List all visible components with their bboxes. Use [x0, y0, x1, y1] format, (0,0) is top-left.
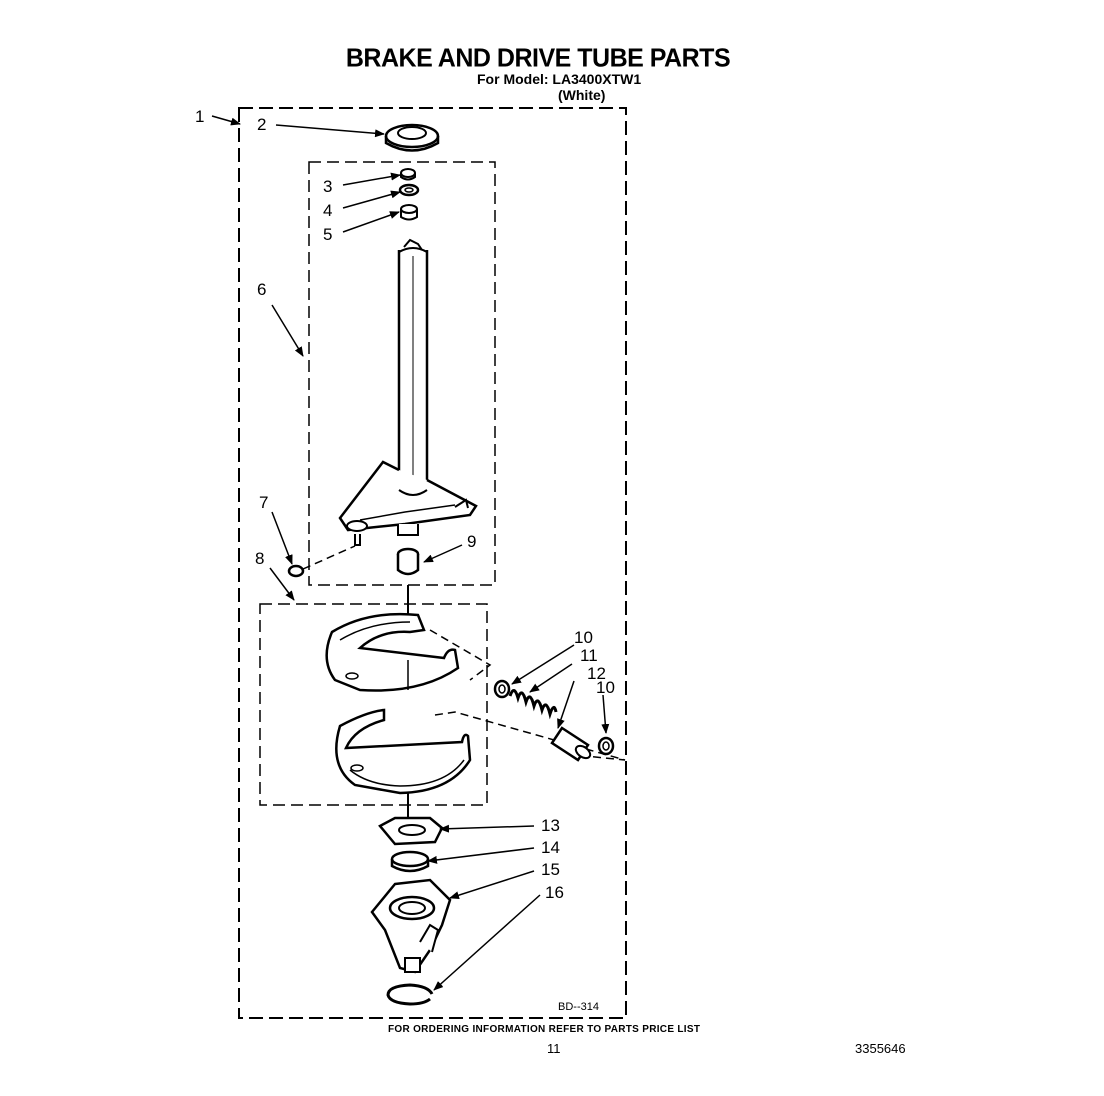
callout-8: 8	[255, 549, 264, 568]
callout-14: 14	[541, 838, 560, 857]
part-10-washer-left	[493, 679, 511, 699]
part-5-bushing	[400, 204, 418, 221]
part-8-upper-brake-shoe	[325, 612, 460, 692]
part-8-lower-brake-shoe	[335, 708, 472, 795]
part-12-pin	[550, 726, 592, 762]
part-3-seal	[400, 168, 416, 181]
part-14-ring	[390, 850, 430, 873]
callout-numbers: 1 2 3 4 5 6 7 8 9 10 11 12 10 13 14 15 1…	[195, 107, 615, 902]
ordering-note: FOR ORDERING INFORMATION REFER TO PARTS …	[388, 1024, 701, 1035]
callout-4: 4	[323, 201, 332, 220]
callout-3: 3	[323, 177, 332, 196]
part-4-washer	[398, 183, 420, 197]
part-6-drive-tube	[338, 238, 478, 546]
callout-12: 12	[587, 664, 606, 683]
callout-leaders	[211, 115, 610, 991]
callout-5: 5	[323, 225, 332, 244]
callout-15: 15	[541, 860, 560, 879]
drive-tube-group-box	[308, 161, 496, 586]
callout-10b: 10	[596, 678, 615, 697]
document-number: 3355646	[855, 1041, 906, 1056]
brake-shoe-group-box	[259, 603, 488, 806]
part-15-housing	[370, 878, 452, 974]
callout-10: 10	[574, 628, 593, 647]
part-16-snap-ring	[386, 983, 434, 1006]
model-line: For Model: LA3400XTW1	[477, 71, 642, 87]
part-2-bearing	[384, 123, 440, 152]
assembly-outline-box	[238, 107, 627, 1019]
page-title: BRAKE AND DRIVE TUBE PARTS	[345, 43, 731, 73]
color-line: (White)	[558, 87, 606, 103]
page-number: 11	[547, 1041, 561, 1056]
drawing-code: BD--314	[558, 1001, 599, 1013]
callout-1: 1	[195, 107, 204, 126]
callout-9: 9	[467, 532, 476, 551]
part-10-washer-right	[597, 736, 615, 756]
part-11-spring	[508, 689, 558, 720]
callout-6: 6	[257, 280, 266, 299]
callout-16: 16	[545, 883, 564, 902]
callout-7: 7	[259, 493, 268, 512]
part-7-nut	[287, 545, 356, 578]
callout-13: 13	[541, 816, 560, 835]
spring-leader-upper	[429, 629, 492, 681]
part-13-plate	[378, 816, 444, 846]
callout-11: 11	[580, 646, 598, 665]
part-9-bushing	[396, 547, 420, 576]
callout-2: 2	[257, 115, 266, 134]
spring-leader-lower	[434, 711, 626, 761]
